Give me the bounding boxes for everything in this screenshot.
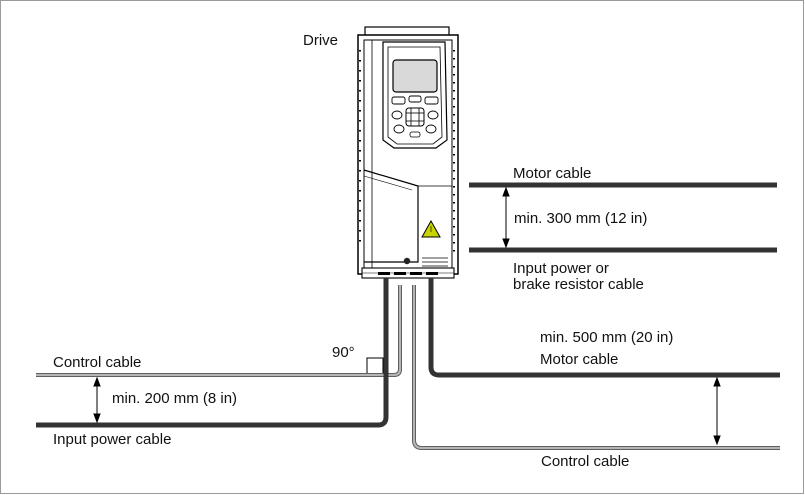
lower-cover bbox=[363, 169, 419, 263]
drive-label: Drive bbox=[303, 32, 338, 49]
input-power-cable-left bbox=[36, 285, 389, 428]
input-power-cable-label: Input power cable bbox=[53, 431, 171, 448]
right-angle-marker bbox=[366, 357, 384, 373]
motor-cable-top-label: Motor cable bbox=[513, 165, 591, 182]
min-300-label: min. 300 mm (12 in) bbox=[514, 210, 647, 227]
motor-cable-right bbox=[428, 285, 780, 378]
input-power-or-label: Input power or bbox=[513, 260, 609, 277]
vent-dots bbox=[359, 50, 455, 252]
nav-keypad bbox=[405, 107, 425, 127]
min-500-label: min. 500 mm (20 in) bbox=[540, 329, 673, 346]
control-panel bbox=[382, 41, 448, 149]
cover-screw bbox=[403, 257, 411, 265]
motor-cable-right-label: Motor cable bbox=[540, 351, 618, 368]
brake-resistor-cable-label: brake resistor cable bbox=[513, 276, 644, 293]
display-screen bbox=[392, 59, 438, 93]
dimension-arrow-200 bbox=[93, 376, 101, 424]
drive-unit bbox=[357, 26, 459, 279]
angle-90-label: 90° bbox=[332, 344, 355, 361]
control-cable-bottom-label: Control cable bbox=[541, 453, 629, 470]
control-cable-left-label: Control cable bbox=[53, 354, 141, 371]
dimension-arrow-500 bbox=[713, 376, 721, 446]
dimension-arrow-300 bbox=[502, 186, 510, 249]
min-200-label: min. 200 mm (8 in) bbox=[112, 390, 237, 407]
